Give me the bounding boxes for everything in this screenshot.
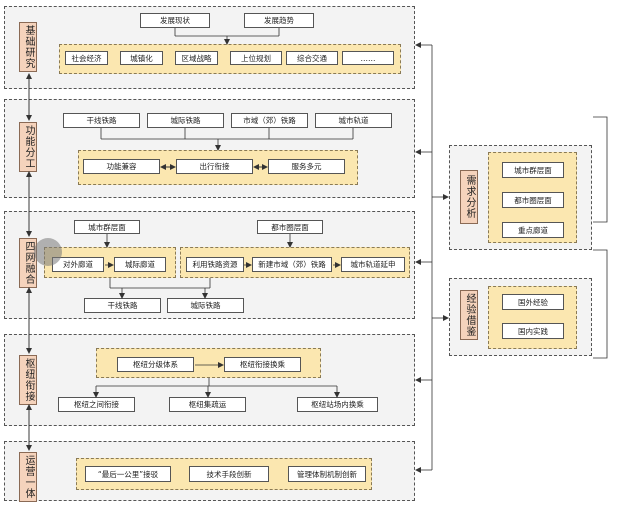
box-urban-rail-extension: 城市轨道延申 — [341, 257, 405, 272]
box-tech-innovation: 技术手段创新 — [189, 466, 269, 482]
box-hub-transfer: 枢纽衔接换乘 — [224, 357, 301, 372]
box-diverse-service: 服务多元 — [268, 159, 345, 174]
box-city-cluster-level: 城市群层面 — [74, 220, 140, 234]
box-trunk-railway: 干线铁路 — [63, 113, 140, 128]
label-four-network-fusion: 四网融合 — [19, 238, 37, 288]
box-demand-city-cluster: 城市群层面 — [502, 162, 564, 178]
box-socio-economy: 社会经济 — [65, 51, 108, 65]
box-suburban-railway: 市域（郊）铁路 — [231, 113, 308, 128]
box-development-status: 发展现状 — [140, 13, 210, 28]
box-in-station-transfer: 枢纽站场内换乘 — [297, 397, 378, 412]
box-intercity-railway: 城际铁路 — [147, 113, 224, 128]
box-demand-key-corridor: 重点廊道 — [502, 222, 564, 238]
box-upper-planning: 上位规划 — [230, 51, 282, 65]
box-last-mile: “最后一公里”接驳 — [85, 466, 171, 482]
label-function-division: 功能分工 — [19, 122, 37, 172]
label-demand-analysis: 需求分析 — [460, 170, 478, 224]
label-operation-integration: 运营一体 — [19, 452, 37, 502]
box-hub-hierarchy: 枢纽分级体系 — [117, 357, 194, 372]
box-fusion-intercity-railway: 城际铁路 — [167, 298, 244, 313]
box-foreign-experience: 国外经验 — [502, 294, 564, 310]
label-basic-research: 基础研究 — [19, 22, 37, 72]
box-development-trend: 发展趋势 — [244, 13, 314, 28]
box-integrated-transport: 综合交通 — [286, 51, 338, 65]
label-hub-connection: 枢纽衔接 — [19, 355, 37, 405]
box-domestic-practice: 国内实践 — [502, 323, 564, 339]
box-fusion-trunk-railway: 干线铁路 — [84, 298, 161, 313]
box-intercity-corridor: 城际廊道 — [114, 257, 166, 272]
box-travel-connection: 出行衔接 — [176, 159, 253, 174]
cursor-highlight — [34, 238, 62, 266]
box-ellipsis: …… — [342, 51, 394, 65]
box-new-suburban-railway: 新建市域（郊）铁路 — [252, 257, 332, 272]
box-use-railway-resources: 利用铁路资源 — [186, 257, 244, 272]
box-management-innovation: 管理体制机制创新 — [288, 466, 366, 482]
box-regional-strategy: 区域战略 — [175, 51, 218, 65]
box-urban-rail: 城市轨道 — [315, 113, 392, 128]
box-function-compatible: 功能兼容 — [83, 159, 160, 174]
box-urbanization: 城镇化 — [120, 51, 163, 65]
box-demand-metro-area: 都市圈层面 — [502, 192, 564, 208]
box-inter-hub-connection: 枢纽之间衔接 — [58, 397, 135, 412]
box-hub-collection-distribution: 枢纽集疏运 — [169, 397, 246, 412]
box-metro-area-level: 都市圈层面 — [257, 220, 323, 234]
label-experience: 经验借鉴 — [460, 290, 478, 340]
